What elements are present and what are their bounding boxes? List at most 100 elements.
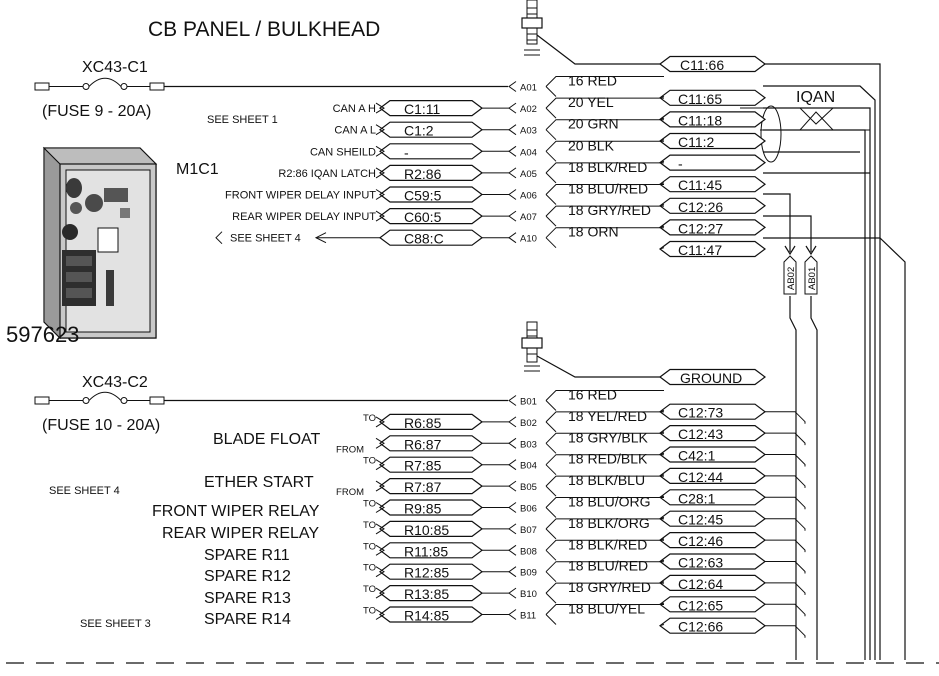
wire-label: 18 GRY/RED xyxy=(568,579,651,595)
connector-arrow-icon xyxy=(375,609,385,620)
wire-line xyxy=(545,227,664,239)
pin-id: B03 xyxy=(520,439,537,450)
wire-line xyxy=(545,97,664,109)
wire-line xyxy=(545,561,664,573)
spare-r14-label: SPARE R14 xyxy=(204,611,291,628)
wire-line xyxy=(765,625,806,638)
dest-label: C11:65 xyxy=(678,91,722,107)
connector-arrow-icon xyxy=(215,231,223,245)
fuse-icon xyxy=(34,77,165,91)
connector-arrow-icon xyxy=(375,502,385,513)
wire-line xyxy=(765,432,806,446)
dest-label: C11:45 xyxy=(678,177,722,193)
dest-box xyxy=(659,111,766,128)
fuse-top-rating: (FUSE 9 - 20A) xyxy=(42,103,151,120)
source-description: CAN SHEILD xyxy=(310,146,376,158)
pin-chevron xyxy=(508,459,517,471)
dest-box xyxy=(659,176,766,193)
wire-line xyxy=(659,225,665,228)
dest-box xyxy=(659,154,766,171)
pin-chevron xyxy=(508,566,517,578)
wire-label: 18 BLK/BLU xyxy=(568,472,645,488)
wire-label: 18 BLU/RED xyxy=(568,181,648,197)
wire-line xyxy=(545,205,664,217)
wire-line xyxy=(545,454,664,466)
connector-arrow-icon xyxy=(375,437,385,449)
wire-line xyxy=(545,549,557,561)
pin-chevron xyxy=(508,502,517,513)
wire-line xyxy=(765,454,806,467)
wire-line xyxy=(659,182,665,185)
wire-line xyxy=(659,160,665,164)
wire-line xyxy=(545,442,557,454)
wire-line xyxy=(545,528,557,540)
wire-line xyxy=(765,518,806,531)
dest-box xyxy=(659,132,766,150)
connector-arrow-icon xyxy=(375,459,385,471)
wire-line xyxy=(765,496,806,510)
connector-arrow-icon xyxy=(375,416,385,428)
fuse-top-name: XC43-C1 xyxy=(82,59,148,76)
wire-line xyxy=(545,582,664,594)
blade-float-label: BLADE FLOAT xyxy=(213,431,321,448)
wire-label: 18 BLU/YEL xyxy=(568,601,645,617)
pin-chevron xyxy=(508,167,517,179)
direction-label: TO xyxy=(363,541,376,552)
source-description: REAR WIPER DELAY INPUT xyxy=(232,211,376,223)
dest-label: C12:65 xyxy=(678,597,723,613)
stud-icon xyxy=(521,0,543,56)
connector-arrow-icon xyxy=(375,167,385,179)
wire-line xyxy=(545,150,557,162)
dest-label: C12:45 xyxy=(678,512,723,528)
dest-box xyxy=(659,89,766,106)
pin-chevron xyxy=(508,416,517,428)
dest-box xyxy=(659,197,766,214)
dest-box xyxy=(659,368,766,386)
pin-chevron xyxy=(508,480,517,492)
connector-arrow-icon xyxy=(375,210,385,222)
source-label: R10:85 xyxy=(404,522,449,538)
pin-chevron xyxy=(508,145,517,157)
wire-line xyxy=(545,507,557,518)
source-label: C59:5 xyxy=(404,188,442,204)
pin-id: A01 xyxy=(520,83,537,94)
pin-chevron xyxy=(508,210,517,222)
source-label: R6:85 xyxy=(404,415,442,431)
wire-line xyxy=(545,604,664,615)
direction-label: FROM xyxy=(336,444,364,455)
dest-label: C12:66 xyxy=(678,619,723,635)
page-title: CB PANEL / BULKHEAD xyxy=(148,18,380,41)
direction-label: TO xyxy=(363,606,376,617)
wire-line xyxy=(545,475,664,487)
iqan-label: IQAN xyxy=(796,89,835,106)
wire-line xyxy=(545,539,664,551)
pin-chevron xyxy=(508,81,517,92)
wire-line xyxy=(545,172,557,184)
direction-label: FROM xyxy=(336,487,364,498)
rear-wiper-relay-label: REAR WIPER RELAY xyxy=(162,525,319,542)
connector-arrow-icon xyxy=(375,566,385,578)
dest-label: C12:73 xyxy=(678,405,723,421)
wire-label: 20 GRN xyxy=(568,116,619,132)
fuse-top: XC43-C1 (FUSE 9 - 20A) xyxy=(34,59,508,120)
wire-line xyxy=(765,539,806,553)
pin-chevron xyxy=(508,587,517,599)
wire-line xyxy=(545,421,557,433)
wire-line xyxy=(659,96,665,99)
pin-id: A02 xyxy=(520,104,537,115)
wire-line xyxy=(545,400,557,411)
wire-line xyxy=(545,162,664,174)
source-label: R13:85 xyxy=(404,586,449,602)
wire-line xyxy=(545,129,557,141)
ab02-label: AB02 xyxy=(786,267,797,290)
direction-label: TO xyxy=(363,563,376,574)
pin-id: B01 xyxy=(520,397,537,408)
front-wiper-relay-label: FRONT WIPER RELAY xyxy=(152,503,320,520)
wire-line xyxy=(545,107,557,119)
stud-icon xyxy=(521,321,543,372)
dest-label: C12:63 xyxy=(678,555,723,571)
wire-line xyxy=(545,518,664,530)
module-icon xyxy=(42,146,158,340)
pin-id: A07 xyxy=(520,212,537,223)
